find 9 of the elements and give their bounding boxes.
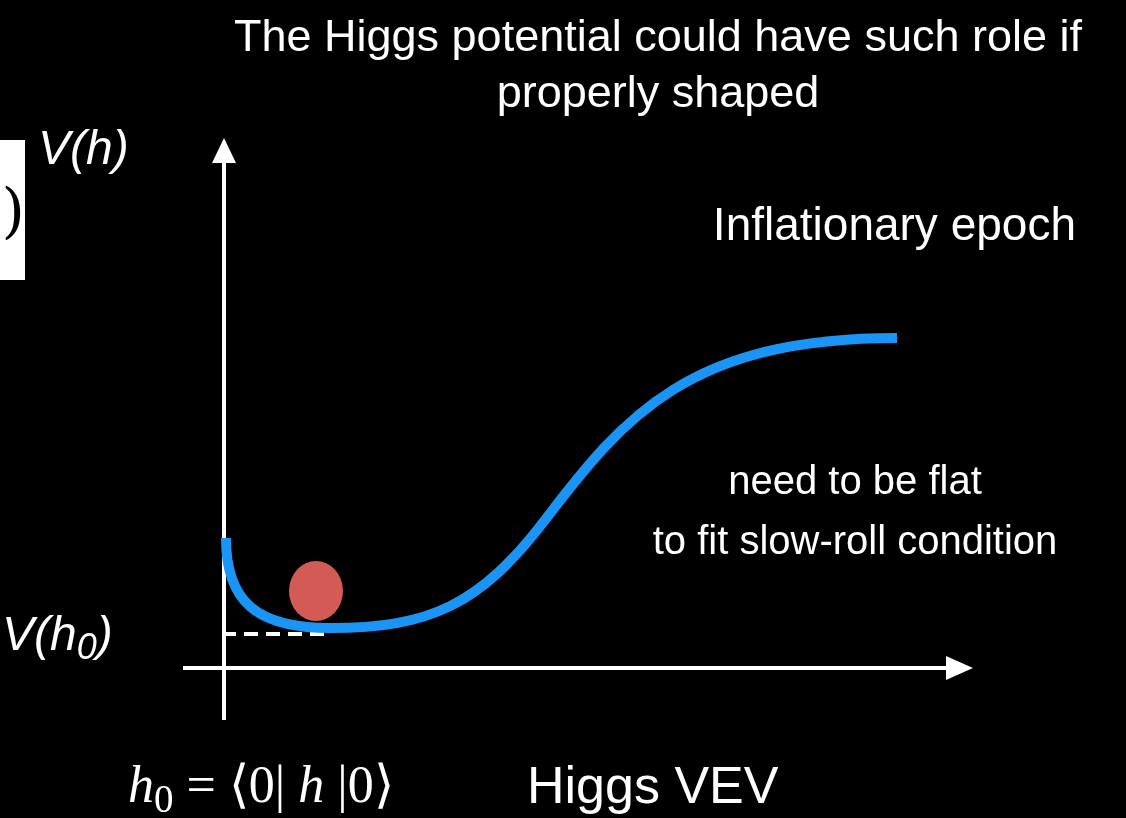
annotation: need to be flat [727,457,983,504]
formula-fragment: ) [0,140,25,280]
annotation: to fit slow-roll condition [651,517,1059,564]
axis-title: Higgs VEV [527,756,779,814]
formula: h$_{0}$ = ⟨0| h |0⟩ [128,756,394,814]
annotation: Inflationary epoch [712,197,1076,252]
title: The Higgs potential could have such role if properly shaped [233,9,1083,119]
axis-label: V(h) [38,120,129,176]
axis-label: V(h$_{0}$) [2,606,113,669]
